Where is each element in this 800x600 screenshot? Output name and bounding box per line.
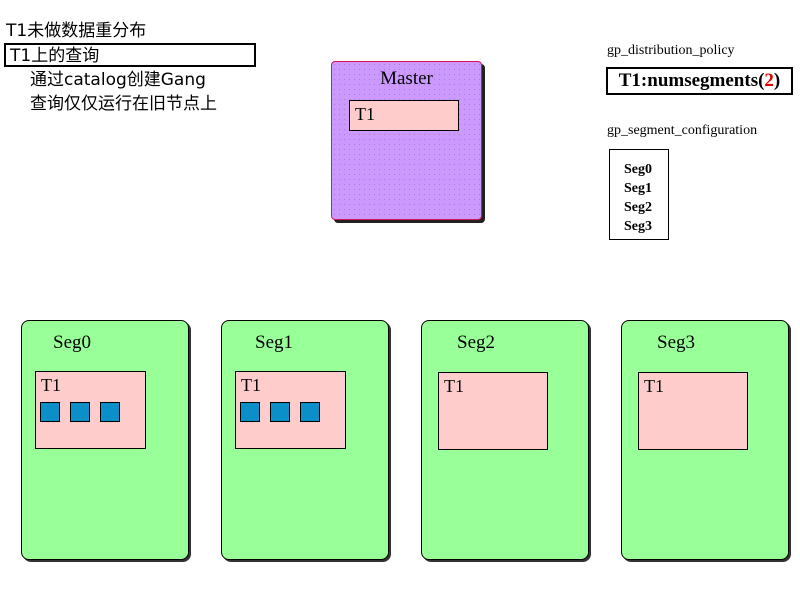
segment-table-label: T1 xyxy=(644,376,664,396)
note-old-nodes-only: 查询仅仅运行在旧节点上 xyxy=(30,94,217,114)
config-item-seg0: Seg0 xyxy=(624,162,652,177)
config-item-seg1: Seg1 xyxy=(624,181,652,196)
policy-numsegments-value: 2 xyxy=(764,70,774,91)
segment-title: Seg2 xyxy=(457,332,495,353)
segment-configuration-list: Seg0 Seg1 Seg2 Seg3 xyxy=(609,149,669,240)
segment-title: Seg1 xyxy=(255,332,293,353)
policy-text-suffix: ) xyxy=(773,70,781,91)
segment-node-seg2: Seg2 T1 xyxy=(421,320,589,560)
distribution-policy-box: T1:numsegments(2) xyxy=(606,67,793,95)
segment-title: Seg0 xyxy=(53,332,91,353)
segment-table-t1: T1 xyxy=(438,372,548,450)
config-item-seg2: Seg2 xyxy=(624,200,652,215)
segment-table-t1: T1 xyxy=(235,371,346,449)
segment-node-seg1: Seg1 T1 xyxy=(221,320,389,560)
segment-node-seg3: Seg3 T1 xyxy=(621,320,789,560)
segment-table-t1: T1 xyxy=(35,371,146,449)
data-block xyxy=(270,402,290,422)
note-unredistributed: T1未做数据重分布 xyxy=(6,21,147,41)
segment-table-label: T1 xyxy=(41,375,61,395)
segment-table-label: T1 xyxy=(241,375,261,395)
data-block xyxy=(300,402,320,422)
segment-title: Seg3 xyxy=(657,332,695,353)
note-catalog-gang: 通过catalog创建Gang xyxy=(30,70,206,90)
segment-node-seg0: Seg0 T1 xyxy=(21,320,189,560)
master-node: Master T1 xyxy=(331,61,482,220)
master-table-t1: T1 xyxy=(349,100,459,131)
master-title: Master xyxy=(380,68,433,89)
policy-text-prefix: T1:numsegments( xyxy=(618,70,765,91)
data-block xyxy=(240,402,260,422)
segment-table-t1: T1 xyxy=(638,372,748,450)
data-block xyxy=(40,402,60,422)
note-query-on-t1: T1上的查询 xyxy=(4,43,256,67)
data-block xyxy=(100,402,120,422)
master-table-label: T1 xyxy=(355,104,375,124)
segment-configuration-label: gp_segment_configuration xyxy=(607,123,758,138)
config-item-seg3: Seg3 xyxy=(624,219,652,234)
segment-table-label: T1 xyxy=(444,376,464,396)
distribution-policy-label: gp_distribution_policy xyxy=(607,43,735,58)
data-block xyxy=(70,402,90,422)
